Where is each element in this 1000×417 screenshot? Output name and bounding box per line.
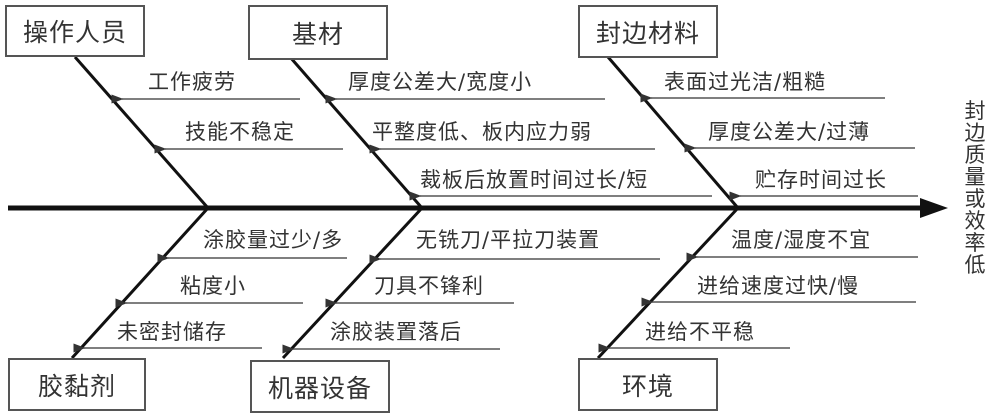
cause-label: 厚度公差大/宽度小 <box>348 70 533 94</box>
cause-label: 厚度公差大/过薄 <box>708 120 871 144</box>
bone-adhesive <box>70 206 210 360</box>
cause-label: 贮存时间过长 <box>755 168 887 192</box>
bone-operator <box>73 56 210 209</box>
cause-label: 进给速度过快/慢 <box>697 274 860 298</box>
cause-label: 工作疲劳 <box>148 70 236 94</box>
bone-edge-material <box>606 56 740 209</box>
bone-substrate <box>288 56 424 209</box>
effect-label: 封边质量或效率低 <box>964 99 986 277</box>
cause-label: 温度/湿度不宜 <box>731 228 872 252</box>
category-box-operator: 操作人员 <box>5 5 145 57</box>
category-box-environment: 环境 <box>578 358 718 411</box>
cause-label: 平整度低、板内应力弱 <box>372 120 592 144</box>
bone-machinery <box>281 206 424 360</box>
cause-label: 表面过光洁/粗糙 <box>664 70 827 94</box>
cause-label: 进给不平稳 <box>645 320 755 344</box>
cause-label: 涂胶装置落后 <box>330 320 462 344</box>
cause-label: 粘度小 <box>180 274 246 298</box>
category-box-adhesive: 胶黏剂 <box>8 358 146 411</box>
cause-label: 涂胶量过少/多 <box>203 228 344 252</box>
spine-arrowhead <box>920 198 948 218</box>
bone-environment <box>596 206 740 360</box>
cause-label: 无铣刀/平拉刀装置 <box>416 228 601 252</box>
category-box-edge-material: 封边材料 <box>578 5 718 58</box>
cause-label: 技能不稳定 <box>185 120 295 144</box>
cause-label: 未密封储存 <box>117 320 227 344</box>
category-box-substrate: 基材 <box>248 5 388 60</box>
category-box-machinery: 机器设备 <box>250 360 390 413</box>
cause-label: 刀具不锋利 <box>374 274 484 298</box>
cause-label: 裁板后放置时间过长/短 <box>420 168 649 192</box>
